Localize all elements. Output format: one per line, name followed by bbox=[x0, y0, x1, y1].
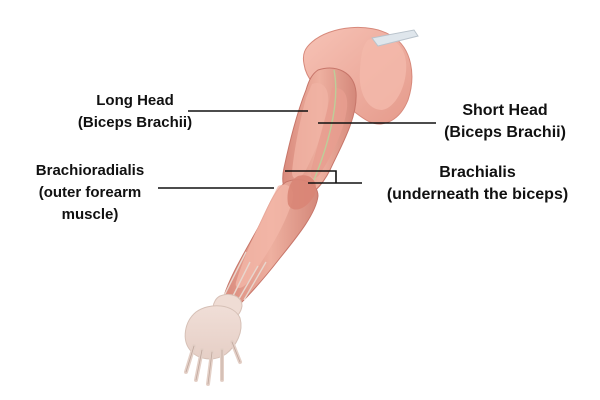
label-brachioradialis-line3: muscle) bbox=[61, 206, 119, 223]
biceps-tendon-line bbox=[313, 69, 337, 181]
label-short-head-title: Short Head bbox=[462, 102, 548, 119]
finger-outlines bbox=[185, 341, 241, 385]
label-long-head-title: Long Head bbox=[96, 92, 174, 109]
label-short-head: Short Head (Biceps Brachii) bbox=[420, 100, 590, 144]
hand-shape bbox=[184, 305, 242, 360]
clavicle-shape bbox=[371, 29, 419, 47]
label-brachialis-title: Brachialis bbox=[439, 164, 516, 181]
label-short-head-subtitle: (Biceps Brachii) bbox=[444, 124, 566, 141]
shoulder-joint-shape bbox=[359, 36, 407, 110]
label-brachioradialis-line2: (outer forearm bbox=[38, 184, 142, 201]
label-brachioradialis-title: Brachioradialis bbox=[35, 162, 145, 179]
label-brachialis-subtitle: (underneath the biceps) bbox=[386, 186, 569, 203]
label-long-head: Long Head (Biceps Brachii) bbox=[35, 90, 235, 134]
biceps-long-head-shape bbox=[292, 82, 329, 179]
forearm-tendons bbox=[223, 251, 267, 305]
brachialis-shape bbox=[287, 175, 317, 210]
brachialis-bracket-line bbox=[285, 170, 362, 184]
label-brachialis: Brachialis (underneath the biceps) bbox=[365, 162, 590, 206]
label-brachioradialis: Brachioradialis (outer forearm muscle) bbox=[10, 160, 170, 226]
label-long-head-subtitle: (Biceps Brachii) bbox=[77, 114, 193, 131]
